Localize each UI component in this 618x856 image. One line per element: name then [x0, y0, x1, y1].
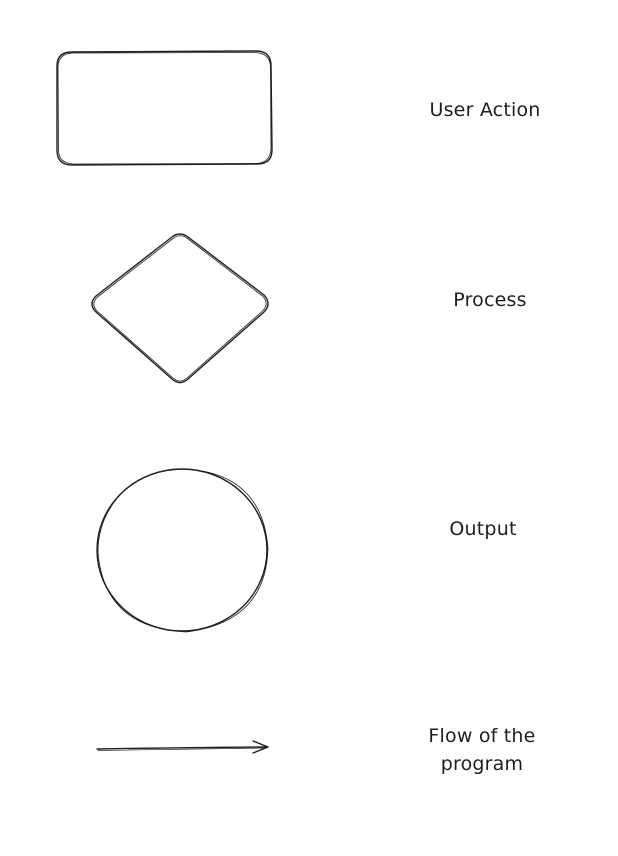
legend-label-flow: Flow of the program [392, 722, 572, 778]
arrow-shape [96, 740, 269, 754]
diamond-shape [91, 233, 269, 384]
legend-label-flow-line2: program [440, 753, 524, 775]
legend-label-user-action: User Action [429, 99, 541, 121]
rounded-rectangle-shape [56, 50, 273, 166]
legend-label-process: Process [453, 289, 527, 311]
legend-label-flow-line1: Flow of the [428, 725, 536, 747]
circle-shape [96, 468, 269, 633]
legend-label-output: Output [449, 518, 517, 540]
